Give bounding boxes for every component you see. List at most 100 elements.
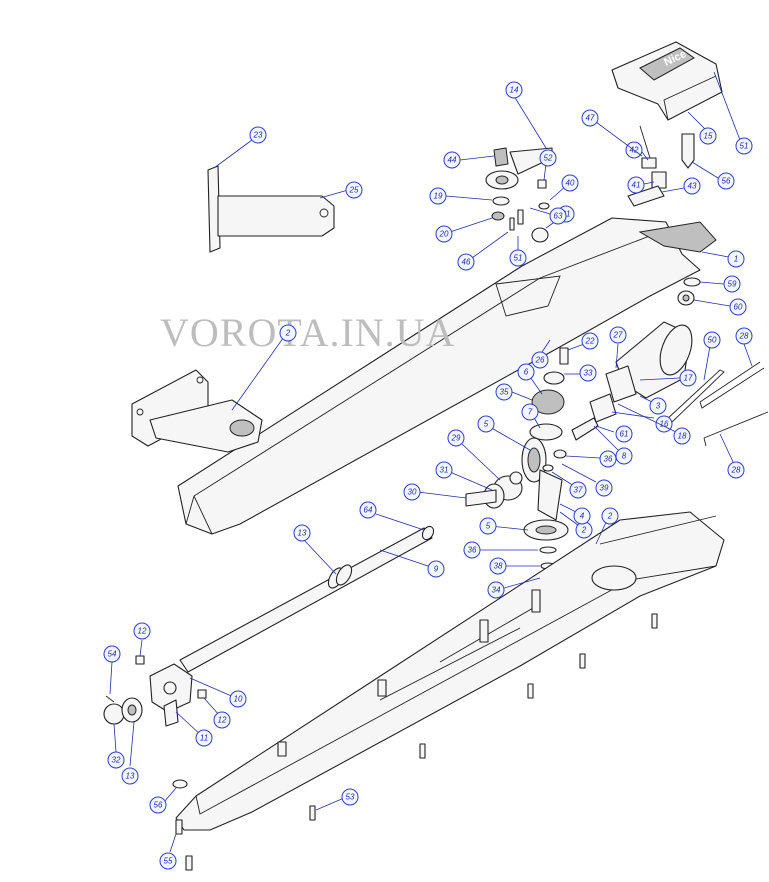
callout-31: 31 (435, 461, 453, 479)
callout-47: 47 (581, 109, 599, 127)
callout-39: 39 (595, 479, 613, 497)
svg-text:3: 3 (656, 402, 661, 411)
svg-text:27: 27 (613, 331, 623, 340)
callout-10: 10 (229, 690, 247, 708)
callout-35: 35 (495, 383, 513, 401)
svg-text:29: 29 (451, 434, 461, 443)
callout-16: 16 (655, 415, 673, 433)
callout-18: 18 (673, 427, 691, 445)
svg-text:35: 35 (500, 388, 509, 397)
callout-6: 6 (517, 363, 535, 381)
svg-text:9: 9 (434, 565, 439, 574)
svg-text:6: 6 (524, 368, 529, 377)
callout-36: 36 (463, 541, 481, 559)
svg-text:28: 28 (731, 466, 741, 475)
svg-text:19: 19 (434, 192, 443, 201)
motor (589, 321, 693, 423)
svg-text:56: 56 (154, 801, 163, 810)
callout-40: 40 (561, 174, 579, 192)
svg-text:15: 15 (704, 132, 713, 141)
release-lever-parts (485, 147, 553, 243)
lever-parts (103, 655, 207, 727)
svg-text:2: 2 (581, 526, 587, 535)
svg-text:37: 37 (574, 486, 583, 495)
callout-19: 19 (429, 187, 447, 205)
svg-text:17: 17 (684, 374, 693, 383)
svg-text:12: 12 (138, 627, 147, 636)
svg-text:61: 61 (620, 430, 629, 439)
svg-text:41: 41 (632, 181, 641, 190)
svg-text:44: 44 (448, 156, 457, 165)
svg-text:20: 20 (439, 230, 449, 239)
callout-51: 51 (509, 249, 527, 267)
callout-12: 12 (133, 622, 151, 640)
callout-37: 37 (569, 481, 587, 499)
svg-text:13: 13 (298, 529, 307, 538)
callout-13: 13 (121, 767, 139, 785)
callout-28: 28 (735, 327, 753, 345)
svg-text:5: 5 (486, 522, 491, 531)
svg-text:13: 13 (126, 772, 135, 781)
svg-text:2: 2 (607, 512, 613, 521)
svg-text:12: 12 (218, 716, 227, 725)
callout-26: 26 (531, 351, 549, 369)
svg-text:64: 64 (364, 506, 373, 515)
callout-5: 5 (477, 415, 495, 433)
callout-41: 41 (627, 176, 645, 194)
svg-text:10: 10 (234, 695, 243, 704)
svg-text:30: 30 (408, 488, 417, 497)
callout-8: 8 (615, 447, 633, 465)
callout-32: 32 (107, 751, 125, 769)
svg-text:34: 34 (492, 586, 501, 595)
callout-17: 17 (679, 369, 697, 387)
callout-54: 54 (103, 645, 121, 663)
svg-text:43: 43 (688, 182, 697, 191)
svg-text:55: 55 (164, 857, 173, 866)
callout-55: 55 (159, 852, 177, 870)
callout-61: 61 (615, 425, 633, 443)
callout-36: 36 (599, 450, 617, 468)
svg-text:47: 47 (586, 114, 595, 123)
upper-housing (177, 217, 717, 535)
svg-text:22: 22 (585, 337, 595, 346)
svg-text:63: 63 (554, 212, 563, 221)
callout-14: 14 (505, 81, 523, 99)
callout-29: 29 (447, 429, 465, 447)
callout-7: 7 (521, 403, 539, 421)
callout-13: 13 (293, 524, 311, 542)
callout-2: 2 (575, 521, 593, 539)
callout-33: 33 (579, 364, 597, 382)
callout-4: 4 (573, 507, 591, 525)
callout-64: 64 (359, 501, 377, 519)
callout-28: 28 (727, 461, 745, 479)
callout-30: 30 (403, 483, 421, 501)
svg-text:14: 14 (510, 86, 519, 95)
callout-15: 15 (699, 127, 717, 145)
terminal-parts (627, 125, 695, 207)
callout-50: 50 (703, 331, 721, 349)
svg-text:36: 36 (604, 455, 613, 464)
svg-text:51: 51 (514, 254, 523, 263)
svg-text:56: 56 (722, 177, 731, 186)
svg-text:38: 38 (494, 562, 503, 571)
svg-text:5: 5 (484, 420, 489, 429)
drive-shaft (179, 525, 435, 673)
svg-text:36: 36 (468, 546, 477, 555)
screws (172, 277, 701, 871)
svg-text:31: 31 (440, 466, 449, 475)
callout-25: 25 (345, 181, 363, 199)
callout-53: 53 (341, 788, 359, 806)
callout-56: 56 (717, 172, 735, 190)
svg-text:4: 4 (580, 512, 585, 521)
callout-23: 23 (249, 126, 267, 144)
svg-text:7: 7 (528, 408, 533, 417)
svg-text:59: 59 (728, 280, 737, 289)
callout-20: 20 (435, 225, 453, 243)
svg-text:32: 32 (112, 756, 121, 765)
callout-56: 56 (149, 796, 167, 814)
callout-2: 2 (601, 507, 619, 525)
svg-text:46: 46 (462, 258, 471, 267)
lower-housing (175, 511, 725, 831)
callout-44: 44 (443, 151, 461, 169)
